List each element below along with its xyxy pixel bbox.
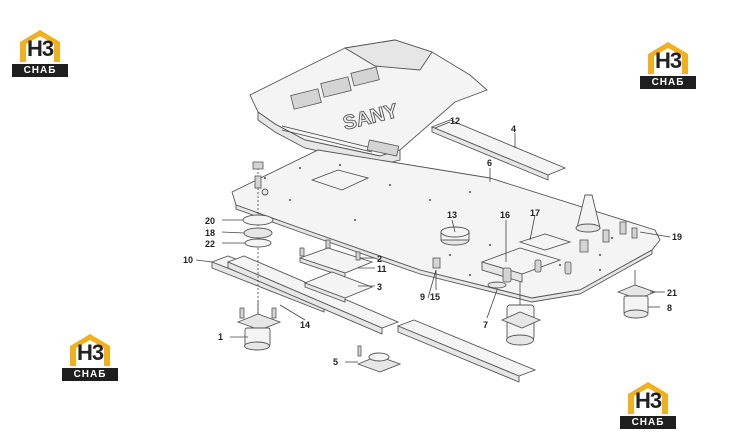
logo-text: СНАБ (62, 368, 118, 381)
logo-mark: H3 (26, 36, 54, 61)
house-icon (628, 382, 668, 414)
callout-22: 22 (205, 239, 215, 249)
brand-logo-top-right: H3 СНАБ (640, 40, 698, 90)
logo-text: СНАБ (620, 416, 676, 429)
brand-logo-top-left: H3 СНАБ (12, 28, 70, 78)
callout-10: 10 (183, 255, 193, 265)
logo-mark: H3 (634, 388, 662, 413)
callout-18: 18 (205, 228, 215, 238)
callout-6: 6 (487, 158, 492, 168)
logo-text: СНАБ (640, 76, 696, 89)
house-icon (20, 30, 60, 62)
callouts: 1 2 3 4 5 6 7 8 9 10 11 12 13 14 15 16 1… (183, 116, 682, 367)
brand-logo-bottom-right: H3 СНАБ (620, 380, 678, 430)
callout-12: 12 (450, 116, 460, 126)
brand-logo-bottom-left: H3 СНАБ (62, 332, 120, 382)
callout-7: 7 (483, 320, 488, 330)
callout-17: 17 (530, 208, 540, 218)
callout-8: 8 (667, 303, 672, 313)
callout-1: 1 (218, 332, 223, 342)
plate-holes (263, 163, 614, 277)
callout-4: 4 (511, 124, 516, 134)
callout-13: 13 (447, 210, 457, 220)
callout-5: 5 (333, 357, 338, 367)
callout-9: 9 (420, 292, 425, 302)
pedal-plates (298, 239, 374, 303)
right-components (432, 194, 657, 346)
bar-12 (430, 119, 567, 181)
actuator-1 (236, 300, 282, 351)
callout-20: 20 (205, 216, 215, 226)
logo-mark: H3 (654, 48, 682, 73)
callout-15: 15 (430, 292, 440, 302)
callout-19: 19 (672, 232, 682, 242)
component-5 (356, 345, 402, 373)
callout-2: 2 (377, 254, 382, 264)
top-cover-plate: SANY (249, 39, 488, 166)
callout-3: 3 (377, 282, 382, 292)
logo-mark: H3 (76, 340, 104, 365)
callout-11: 11 (377, 264, 387, 274)
callout-21: 21 (667, 288, 677, 298)
house-icon (648, 42, 688, 74)
house-icon (70, 334, 110, 366)
leader-lines (195, 121, 671, 363)
callout-16: 16 (500, 210, 510, 220)
lower-frame-bars (210, 255, 537, 383)
callout-14: 14 (300, 320, 310, 330)
logo-text: СНАБ (12, 64, 68, 77)
